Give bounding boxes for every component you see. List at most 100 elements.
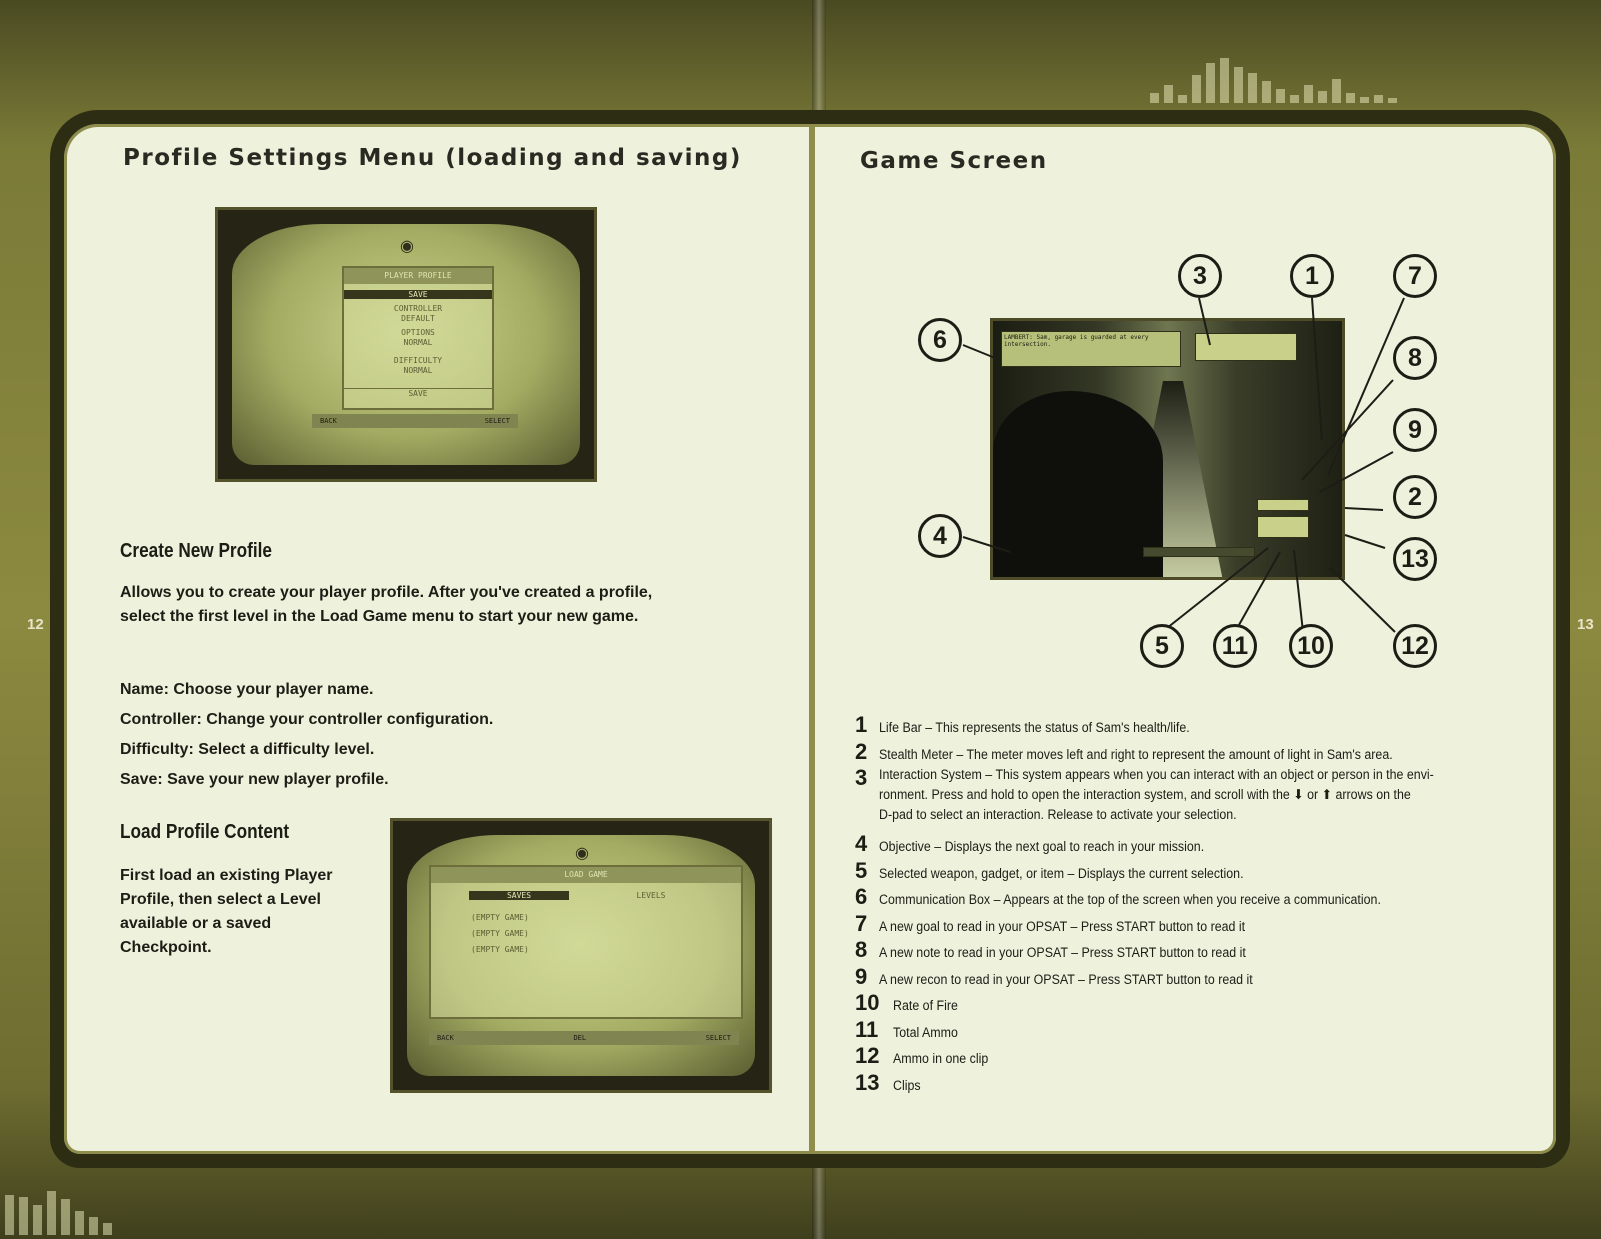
load-profile-paragraph: First load an existing Player Profile, t… bbox=[120, 867, 333, 956]
legend-text-block: Interaction System – This system appears… bbox=[879, 765, 1446, 825]
field-controller-label: Controller: bbox=[120, 711, 202, 728]
legend-text: A new goal to read in your OPSAT – Press… bbox=[879, 918, 1246, 934]
back-label[interactable]: BACK bbox=[320, 417, 337, 425]
menu-item-save-bottom[interactable]: SAVE bbox=[344, 388, 492, 398]
profile-settings-title: Profile Settings Menu (loading and savin… bbox=[123, 145, 742, 171]
game-screen-legend: 1 Life Bar – This represents the status o… bbox=[855, 712, 1495, 1096]
callout-6: 6 bbox=[918, 318, 962, 362]
menu-item-difficulty-value: NORMAL bbox=[403, 366, 433, 375]
menu-item-difficulty[interactable]: DIFFICULTY bbox=[393, 356, 443, 365]
legend-item: 9 A new recon to read in your OPSAT – Pre… bbox=[855, 964, 1495, 991]
callout-3: 3 bbox=[1178, 254, 1222, 298]
field-controller-text: Change your controller configuration. bbox=[206, 711, 494, 728]
legend-num: 11 bbox=[855, 1016, 879, 1042]
legend-text: Stealth Meter – The meter moves left and… bbox=[879, 746, 1393, 762]
legend-text: A new note to read in your OPSAT – Press… bbox=[879, 945, 1246, 960]
field-save-text: Save your new player profile. bbox=[167, 771, 389, 788]
legend-num: 1 bbox=[855, 712, 868, 737]
legend-text: A new recon to read in your OPSAT – Pres… bbox=[879, 971, 1253, 987]
page-number-right: 13 bbox=[1577, 616, 1594, 633]
stealth-meter-hud bbox=[1257, 499, 1309, 511]
field-difficulty-text: Select a difficulty level. bbox=[198, 741, 375, 758]
legend-num: 9 bbox=[855, 963, 868, 989]
field-controller: Controller: Change your controller confi… bbox=[120, 705, 493, 735]
save-slot-3[interactable]: (EMPTY GAME) bbox=[471, 945, 529, 954]
legend-item: 7 A new goal to read in your OPSAT – Pres… bbox=[855, 911, 1495, 938]
legend-text: Selected weapon, gadget, or item – Displ… bbox=[879, 865, 1244, 881]
legend-num: 13 bbox=[855, 1069, 880, 1095]
interaction-hud bbox=[1195, 333, 1297, 361]
arrow-up-icon: ⬆ bbox=[1321, 787, 1333, 802]
menu-item-options-value: NORMAL bbox=[403, 338, 433, 347]
create-profile-heading: Create New Profile bbox=[120, 540, 272, 562]
screen-frame-2: ◉ LOAD GAME SAVES LEVELS (EMPTY GAME) (E… bbox=[407, 835, 755, 1076]
legend-text-or: or bbox=[1307, 787, 1319, 802]
legend-num: 7 bbox=[855, 910, 868, 936]
tab-levels[interactable]: LEVELS bbox=[636, 891, 666, 900]
load-game-bottom-bar: BACK DEL SELECT bbox=[429, 1031, 739, 1045]
callout-4: 4 bbox=[918, 514, 962, 558]
objective-bar bbox=[1143, 547, 1255, 557]
load-game-screenshot: ◉ LOAD GAME SAVES LEVELS (EMPTY GAME) (E… bbox=[390, 818, 772, 1093]
callout-10: 10 bbox=[1289, 624, 1333, 668]
profile-field-list: Name: Choose your player name. Controlle… bbox=[120, 675, 493, 795]
select-label[interactable]: SELECT bbox=[705, 1034, 731, 1042]
menu-item-controller[interactable]: CONTROLLER bbox=[393, 304, 443, 313]
field-name: Name: Choose your player name. bbox=[120, 675, 493, 705]
load-game-menu-title: LOAD GAME bbox=[431, 867, 741, 883]
legend-item: 2 Stealth Meter – The meter moves left an… bbox=[855, 739, 1495, 766]
callout-1: 1 bbox=[1290, 254, 1334, 298]
game-screen-title: Game Screen bbox=[860, 148, 1048, 174]
legend-text: Life Bar – This represents the status of… bbox=[879, 720, 1190, 735]
legend-num: 3 bbox=[855, 765, 868, 790]
legend-item: 3 Interaction System – This system appea… bbox=[855, 765, 1495, 825]
legend-text: Objective – Displays the next goal to re… bbox=[879, 839, 1205, 854]
callout-7: 7 bbox=[1393, 254, 1437, 298]
legend-text-line3: D-pad to select an interaction. Release … bbox=[879, 807, 1237, 822]
callout-8: 8 bbox=[1393, 336, 1437, 380]
legend-num: 2 bbox=[855, 738, 868, 764]
legend-num: 6 bbox=[855, 884, 868, 909]
select-label[interactable]: SELECT bbox=[484, 417, 510, 425]
back-label[interactable]: BACK bbox=[437, 1034, 454, 1042]
legend-num: 4 bbox=[855, 831, 868, 856]
field-save: Save: Save your new player profile. bbox=[120, 765, 493, 795]
screen-frame: ◉ PLAYER PROFILE SAVE CONTROLLER DEFAULT… bbox=[232, 224, 580, 465]
menu-item-options[interactable]: OPTIONS bbox=[401, 328, 435, 337]
legend-text: Ammo in one clip bbox=[893, 1051, 989, 1066]
game-screen-screenshot: LAMBERT: Sam, garage is guarded at every… bbox=[990, 318, 1345, 580]
legend-text-arrows: arrows on the bbox=[1335, 787, 1411, 802]
field-name-text: Choose your player name. bbox=[173, 681, 374, 698]
menu-item-save[interactable]: SAVE bbox=[344, 290, 492, 299]
save-slot-1[interactable]: (EMPTY GAME) bbox=[471, 913, 529, 922]
tab-saves[interactable]: SAVES bbox=[469, 891, 569, 900]
legend-item: 5 Selected weapon, gadget, or item – Disp… bbox=[855, 858, 1495, 885]
load-game-menu-box: LOAD GAME SAVES LEVELS (EMPTY GAME) (EMP… bbox=[429, 865, 743, 1019]
player-profile-screenshot: ◉ PLAYER PROFILE SAVE CONTROLLER DEFAULT… bbox=[215, 207, 597, 482]
profile-menu-title: PLAYER PROFILE bbox=[344, 268, 492, 284]
save-slot-2[interactable]: (EMPTY GAME) bbox=[471, 929, 529, 938]
legend-text-line2: ronment. Press and hold to open the inte… bbox=[879, 787, 1290, 802]
field-difficulty: Difficulty: Select a difficulty level. bbox=[120, 735, 493, 765]
arrow-down-icon: ⬇ bbox=[1293, 787, 1304, 802]
legend-num: 10 bbox=[855, 990, 880, 1015]
page-number-left: 12 bbox=[27, 616, 44, 633]
communication-box: LAMBERT: Sam, garage is guarded at every… bbox=[1001, 331, 1181, 367]
legend-text: Interaction System – This system appears… bbox=[879, 767, 1434, 782]
field-name-label: Name: bbox=[120, 681, 169, 698]
legend-num: 5 bbox=[855, 857, 868, 883]
legend-num: 12 bbox=[855, 1043, 880, 1068]
delete-label[interactable]: DEL bbox=[573, 1034, 587, 1042]
fingerprint-icon: ◉ bbox=[400, 238, 414, 255]
callout-12: 12 bbox=[1393, 624, 1437, 668]
equalizer-decoration-top bbox=[1150, 58, 1397, 103]
callout-2: 2 bbox=[1393, 475, 1437, 519]
callout-11: 11 bbox=[1213, 624, 1257, 668]
menu-item-controller-value: DEFAULT bbox=[401, 314, 435, 323]
